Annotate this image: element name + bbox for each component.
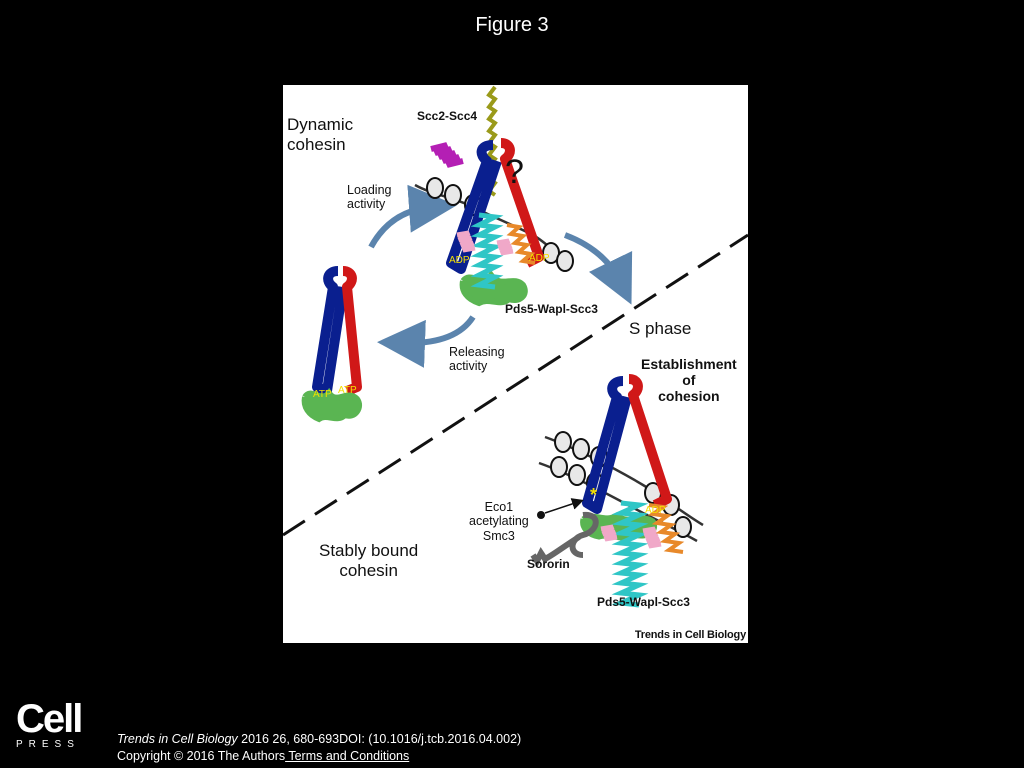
label-stably-bound-cohesin: Stably bound cohesin: [319, 541, 419, 580]
loading-arrow: [368, 184, 457, 249]
atp-left: ATP: [313, 389, 332, 400]
free-cohesin-ring: [301, 266, 363, 423]
label-pds5-wapl-scc3-top: Pds5-Wapl-Scc3: [505, 302, 598, 316]
journal-badge: Trends in Cell Biology: [634, 629, 746, 641]
smc3-arm-left: [312, 266, 348, 396]
citation-journal: Trends in Cell Biology: [117, 732, 238, 746]
label-sororin: Sororin: [527, 557, 570, 571]
pds5-coil-bottom: [611, 500, 649, 608]
pds5-coil-top: [470, 212, 504, 290]
dynamic-cohesin-complex: [414, 85, 574, 307]
logo-word: Cell: [16, 697, 83, 741]
adp-left: ADP: [449, 255, 470, 266]
smc1-arm-left: [342, 266, 362, 396]
terms-link[interactable]: Terms and Conditions: [285, 749, 410, 763]
cohesin-cycle-diagram: [283, 85, 748, 608]
acetyl-mark: *: [590, 485, 598, 505]
scc4-coil: [430, 142, 464, 168]
label-scc2-scc4: Scc2-Scc4: [417, 109, 478, 123]
label-eco1: Eco1 acetylating Smc3: [469, 500, 529, 543]
label-dynamic-cohesin: Dynamic cohesin: [287, 115, 354, 154]
citation-details: 2016 26, 680-693DOI: (10.1016/j.tcb.2016…: [237, 732, 522, 746]
slide-title: Figure 3: [475, 14, 549, 36]
figure-panel: Dynamic cohesin Scc2-Scc4 Loading activi…: [283, 85, 748, 643]
adp-bottom: ADP: [645, 505, 666, 516]
s-phase-divider: [283, 233, 748, 537]
logo-sub: PRESS: [16, 739, 80, 750]
scc3-coil-top: [506, 223, 536, 265]
kleisin-left: [301, 387, 363, 423]
label-loading-activity: Loading activity: [347, 183, 392, 212]
label-s-phase: S phase: [629, 319, 692, 338]
citation-line: Trends in Cell Biology 2016 26, 680-693D…: [117, 731, 521, 748]
label-releasing-activity: Releasing activity: [449, 345, 505, 374]
sororin-coil: [530, 511, 599, 567]
label-pds5-wapl-scc3-bottom: Pds5-Wapl-Scc3: [597, 595, 690, 609]
smc3-arm-bottom: [582, 376, 632, 514]
eco1-pointer: [544, 498, 584, 514]
wapl-coil-bottom: [600, 524, 662, 549]
atp-right: ATP: [338, 385, 357, 396]
smc1-arm-bottom: [628, 374, 672, 510]
smc1-arm-top: [500, 138, 544, 268]
s-phase-arrow: [563, 232, 633, 305]
citation-block: Trends in Cell Biology 2016 26, 680-693D…: [117, 731, 521, 765]
smc3-arm-top: [446, 140, 502, 274]
copyright-text: Copyright © 2016 The Authors: [117, 749, 286, 763]
copyright-line: Copyright © 2016 The Authors Terms and C…: [117, 748, 521, 765]
wapl-coil-top: [456, 230, 514, 256]
stable-cohesin-complex: [530, 374, 704, 608]
releasing-arrow: [377, 315, 476, 368]
cell-press-logo: Cell PRESS: [16, 697, 83, 750]
adp-right: ADP: [529, 253, 550, 264]
eco1-dot: [537, 511, 545, 519]
unknown-step-marker: ?: [505, 153, 524, 191]
label-establishment: Establishment of cohesion: [641, 356, 737, 405]
scc3-coil-bottom: [647, 503, 685, 554]
